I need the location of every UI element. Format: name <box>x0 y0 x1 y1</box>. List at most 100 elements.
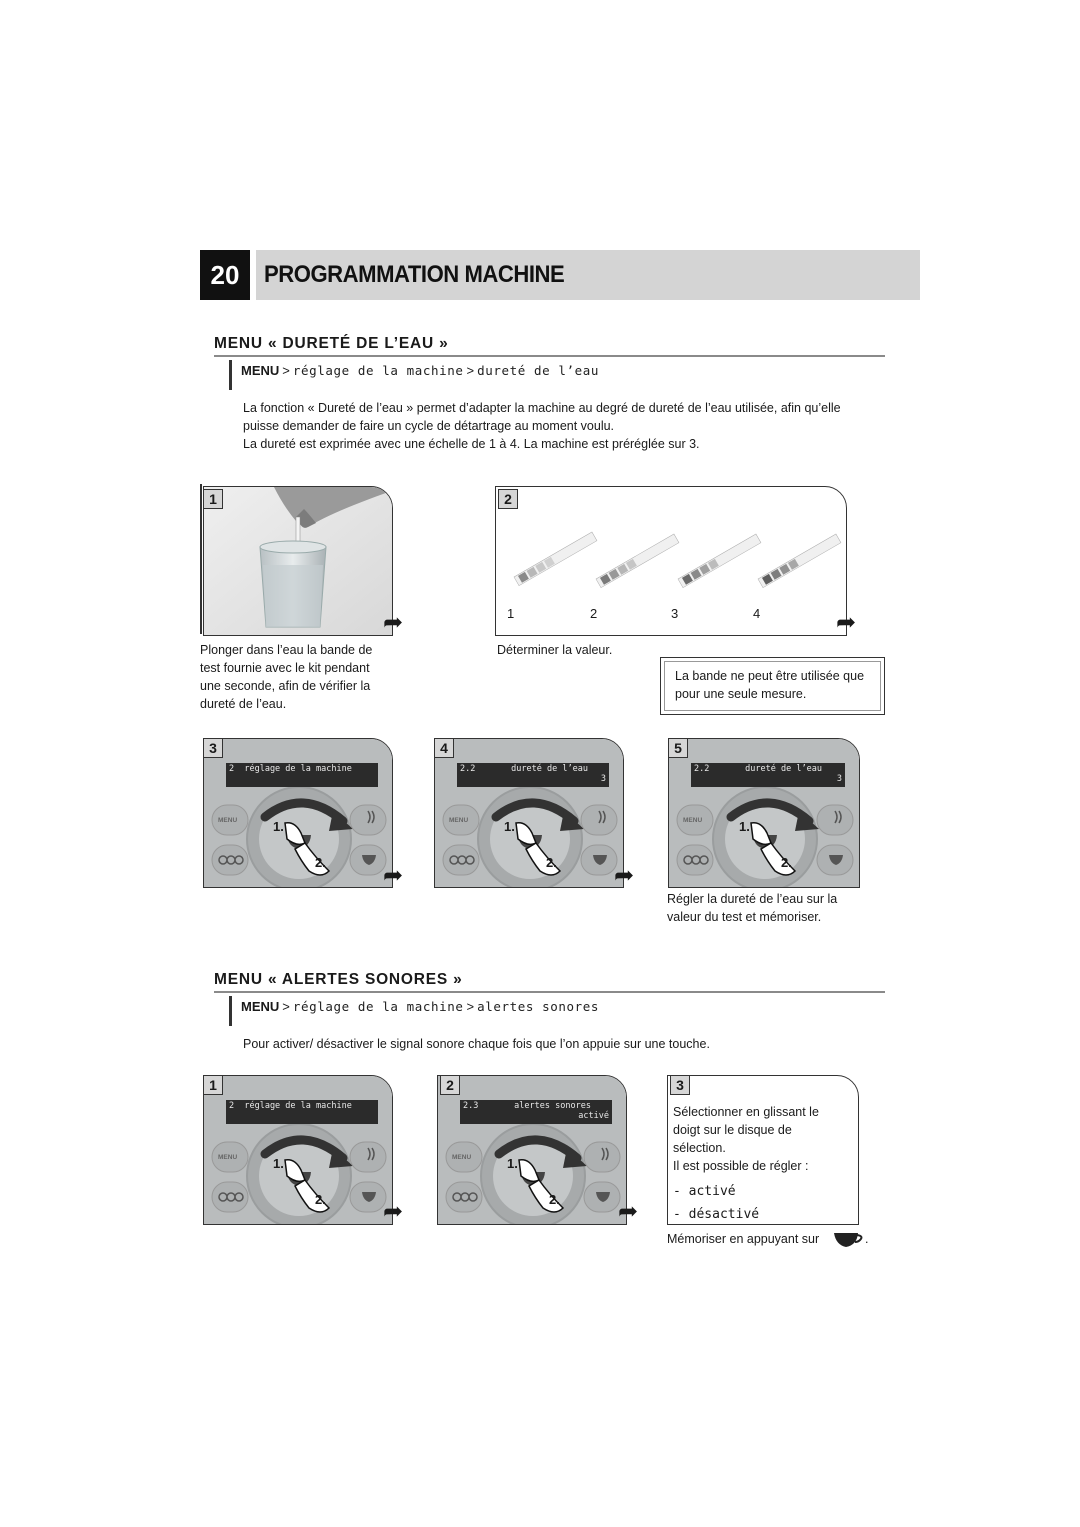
section-divider <box>214 991 885 993</box>
menu-button-label: MENU <box>452 1154 472 1161</box>
strip-label: 1 <box>507 606 515 621</box>
step-caption: Régler la dureté de l’eau sur la valeur … <box>667 890 837 926</box>
memorize-end: . <box>865 1231 869 1246</box>
chapter-title-bar: PROGRAMMATION MACHINE <box>256 250 920 300</box>
caption-line: valeur du test et mémoriser. <box>667 909 822 924</box>
path-separator: > <box>282 363 290 378</box>
intro-paragraph: La fonction « Dureté de l’eau » permet d… <box>243 399 841 453</box>
next-arrow-icon: ➦ <box>836 609 857 636</box>
chapter-title: PROGRAMMATION MACHINE <box>264 261 565 288</box>
lcd-line-1: 2.3 alertes sonores <box>463 1101 591 1111</box>
intro-line: La dureté est exprimée avec une échelle … <box>243 436 700 451</box>
control-panel-illustration <box>204 1076 392 1224</box>
caption-line: test fournie avec le kit pendant <box>200 660 370 675</box>
intro-line: La fonction « Dureté de l’eau » permet d… <box>243 400 841 415</box>
step-text-line: sélection. <box>673 1140 726 1155</box>
step-text: Sélectionner en glissant le doigt sur le… <box>673 1103 819 1175</box>
option-activated: - activé <box>673 1184 736 1199</box>
caption-line: Régler la dureté de l’eau sur la <box>667 891 838 906</box>
intro-line: puisse demander de faire un cycle de dét… <box>243 418 615 433</box>
gesture-step-2: 2. <box>781 855 792 870</box>
option-deactivated: - désactivé <box>673 1207 760 1222</box>
lcd-display: 2.2 dureté de l’eau 3 <box>691 763 845 787</box>
gesture-step-1: 1. <box>504 819 515 834</box>
caption-line: Plonger dans l’eau la bande de <box>200 642 373 657</box>
strip-label: 3 <box>671 606 679 621</box>
menu-button-label: MENU <box>218 1154 238 1161</box>
section-title-sound-alerts: MENU « ALERTES SONORES » <box>214 971 463 988</box>
control-panel-illustration <box>438 1076 626 1224</box>
step-caption: Déterminer la valeur. <box>497 642 613 657</box>
gesture-step-2: 2. <box>315 855 326 870</box>
menu-path: MENU > réglage de la machine > dureté de… <box>241 363 599 378</box>
dip-strip-photo <box>204 487 392 635</box>
step-number: 4 <box>434 738 454 758</box>
lcd-line-1: 2.2 dureté de l’eau <box>460 764 588 774</box>
lcd-line-1: 2.2 dureté de l’eau <box>694 764 822 774</box>
path-separator: > <box>466 999 475 1014</box>
menu-button-label: MENU <box>683 817 703 824</box>
path-menu: MENU <box>241 999 280 1014</box>
path-separator: > <box>282 999 290 1014</box>
cup-button-icon <box>834 1233 863 1247</box>
next-arrow-icon: ➦ <box>383 1198 404 1225</box>
control-panel-illustration <box>204 739 392 887</box>
path-menu: MENU <box>241 363 280 378</box>
next-arrow-icon: ➦ <box>383 862 404 889</box>
strip-label: 4 <box>753 606 761 621</box>
step-caption: Plonger dans l’eau la bande de test four… <box>200 641 372 713</box>
path-separator: > <box>466 363 475 378</box>
memorize-text: Mémoriser en appuyant sur <box>667 1231 820 1246</box>
step-number: 3 <box>203 738 223 758</box>
chapter-number: 20 <box>200 250 250 300</box>
path-marker <box>229 996 232 1026</box>
control-panel-illustration <box>435 739 623 887</box>
gesture-step-2: 2. <box>549 1192 560 1207</box>
section-title-water-hardness: MENU « DURETÉ DE L’EAU » <box>214 335 449 352</box>
caption-line: une seconde, afin de vérifier la <box>200 678 371 693</box>
lcd-display: 2.2 dureté de l’eau 3 <box>457 763 609 787</box>
caption-line: dureté de l’eau. <box>200 696 287 711</box>
step-text-line: Sélectionner en glissant le <box>673 1104 819 1119</box>
step-number: 2 <box>440 1075 460 1095</box>
path-marker <box>229 360 232 390</box>
intro-paragraph: Pour activer/ désactiver le signal sonor… <box>243 1036 710 1051</box>
lcd-display: 2 réglage de la machine <box>226 1100 378 1124</box>
step-strips-panel <box>495 486 847 636</box>
path-step: alertes sonores <box>477 999 599 1014</box>
note-line: pour une seule mesure. <box>675 686 807 701</box>
control-panel-illustration <box>669 739 859 887</box>
lcd-line-2: 3 <box>600 774 606 784</box>
step-number: 1 <box>203 1075 223 1095</box>
step-photo-panel <box>203 486 393 636</box>
path-step: réglage de la machine <box>292 999 464 1014</box>
lcd-display: 2 réglage de la machine <box>226 763 378 787</box>
next-arrow-icon: ➦ <box>618 1198 639 1225</box>
lcd-line-2: 3 <box>836 774 842 784</box>
path-step: réglage de la machine <box>292 363 464 378</box>
settings-text-panel: Sélectionner en glissant le doigt sur le… <box>667 1075 859 1225</box>
step-number: 5 <box>668 738 688 758</box>
menu-path: MENU > réglage de la machine > alertes s… <box>241 999 599 1014</box>
gesture-step-1: 1. <box>739 819 750 834</box>
step-text-line: doigt sur le disque de <box>673 1122 792 1137</box>
next-arrow-icon: ➦ <box>383 609 404 636</box>
menu-button-label: MENU <box>449 817 469 824</box>
step-number: 2 <box>498 489 518 509</box>
lcd-line-1: 2 réglage de la machine <box>229 1101 352 1111</box>
next-arrow-icon: ➦ <box>614 862 635 889</box>
step-number: 1 <box>203 489 223 509</box>
step-number: 3 <box>670 1075 690 1095</box>
test-strips-illustration <box>513 531 842 589</box>
menu-button-label: MENU <box>218 817 238 824</box>
option-list: - activé - désactivé <box>673 1180 760 1224</box>
gesture-step-2: 2. <box>315 1192 326 1207</box>
lcd-line-2: activé <box>578 1111 609 1121</box>
